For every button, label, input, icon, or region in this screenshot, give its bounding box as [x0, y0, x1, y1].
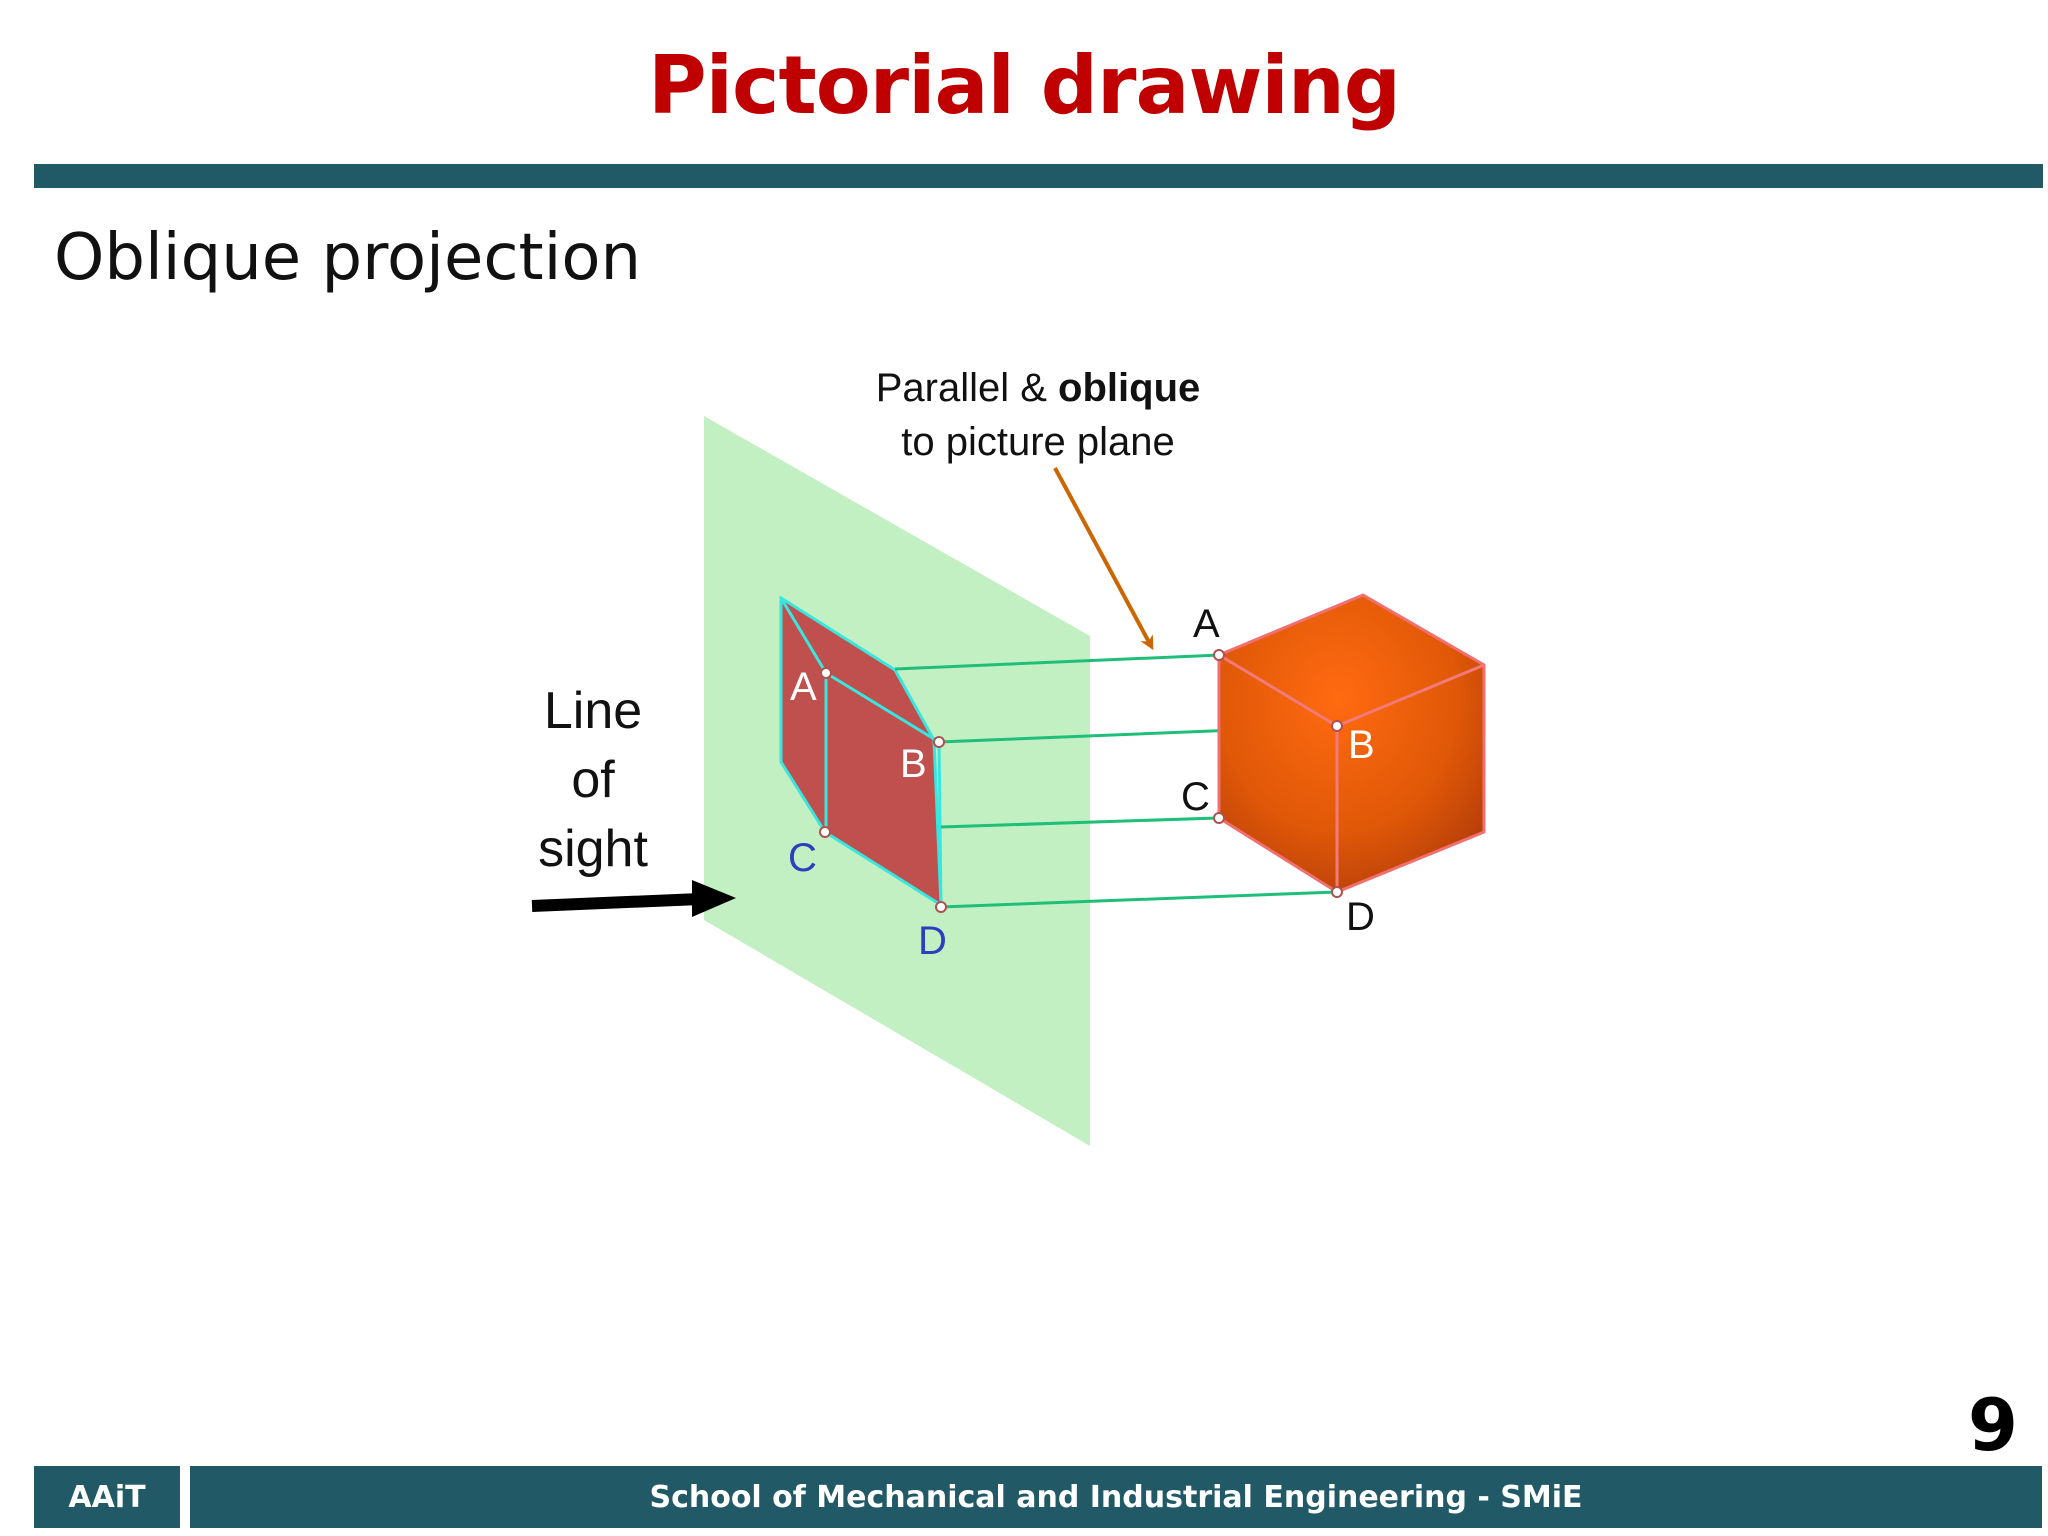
annotation-line-1: Parallel & oblique	[876, 366, 1201, 410]
slide-subtitle: Oblique projection	[54, 221, 642, 295]
projection-label-c: C	[788, 836, 817, 880]
annotation-line-2: to picture plane	[901, 420, 1175, 464]
projection-label-d: D	[918, 919, 947, 963]
title-divider-bar	[34, 164, 2043, 188]
object-label-a: A	[1193, 602, 1220, 646]
line-of-sight-arrow-icon	[531, 880, 736, 917]
line-of-sight-label-3: sight	[538, 820, 648, 878]
annotation-bold-text: oblique	[1058, 366, 1200, 410]
vertex-dots	[819, 649, 1343, 913]
annotation-normal-text: Parallel &	[876, 366, 1058, 410]
footer-institution: AAiT	[34, 1466, 180, 1528]
object-label-b: B	[1348, 723, 1375, 767]
object-label-d: D	[1346, 895, 1375, 939]
projector-lines	[894, 653, 1338, 909]
projection-label-b: B	[900, 742, 927, 786]
annotation-arrow	[1053, 467, 1154, 651]
footer-school: School of Mechanical and Industrial Engi…	[190, 1466, 2042, 1528]
line-of-sight-label-1: Line	[544, 682, 642, 740]
page-number: 9	[1967, 1383, 2018, 1467]
object-label-c: C	[1181, 775, 1210, 819]
projection-label-a: A	[790, 665, 817, 709]
projected-face-edges	[779, 597, 943, 906]
line-of-sight-label-2: of	[571, 751, 615, 809]
slide-title: Pictorial drawing	[647, 39, 1401, 132]
